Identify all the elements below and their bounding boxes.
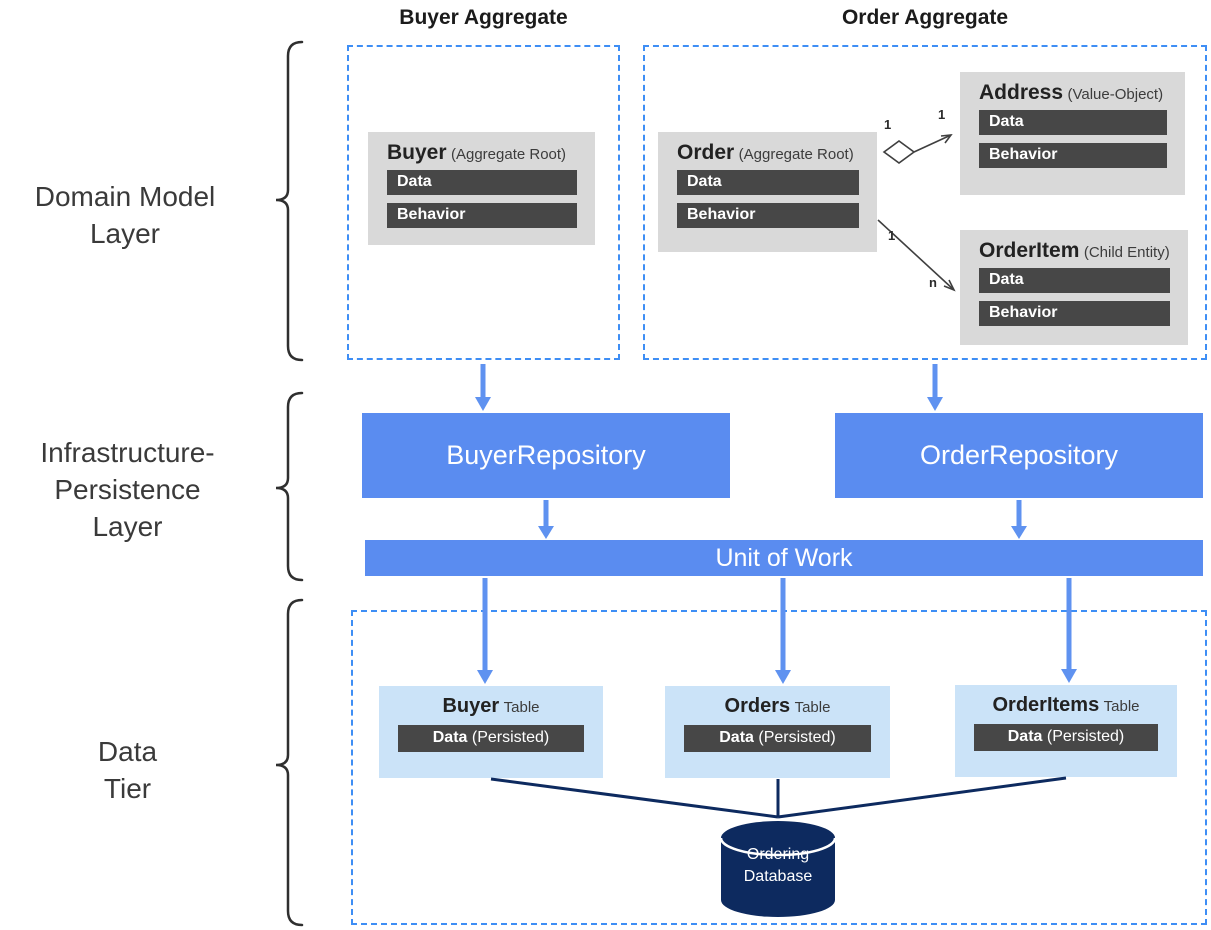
ordering-database-label: Ordering Database: [743, 846, 813, 885]
order-entity-card: Order (Aggregate Root) Data Behavior: [658, 132, 877, 252]
address-entity-card: Address (Value-Object) Data Behavior: [960, 72, 1185, 195]
orderitems-table-title: OrderItems Table: [955, 694, 1177, 717]
buyer-aggregate-boundary: [347, 45, 620, 360]
entity-stereotype: (Aggregate Root): [450, 146, 567, 163]
order-repository-box: OrderRepository: [835, 413, 1203, 498]
order-aggregate-boundary: [643, 45, 1207, 360]
orderitems-table-card: OrderItems Table Data (Persisted): [955, 685, 1177, 777]
persisted-data-label: Data: [432, 729, 468, 746]
orderitem-entity-card: OrderItem (Child Entity) Data Behavior: [960, 230, 1188, 345]
data-tier-boundary: [351, 610, 1207, 925]
order-aggregate-title: Order Aggregate: [841, 6, 1009, 29]
entity-name: Buyer: [387, 141, 447, 164]
arrowhead: [538, 526, 554, 539]
orders-table-title: Orders Table: [665, 695, 890, 718]
data-tier-brace: [275, 598, 304, 927]
buyer-table-title: Buyer Table: [379, 695, 603, 718]
persisted-suffix-label: (Persisted): [753, 729, 836, 746]
table-suffix: Table: [794, 699, 831, 716]
domain-model-layer-label: Domain Model Layer: [34, 181, 216, 249]
persisted-suffix-label: (Persisted): [1042, 728, 1125, 745]
data-section-bar: Data: [979, 110, 1167, 135]
behavior-section-bar: Behavior: [979, 143, 1167, 168]
entity-name: Address: [979, 81, 1064, 104]
address-entity-title: Address (Value-Object): [960, 72, 1185, 110]
persisted-data-label: Data: [719, 729, 754, 746]
buyer-table-card: Buyer Table Data (Persisted): [379, 686, 603, 778]
arrowhead: [475, 397, 491, 411]
persisted-data-bar: Data (Persisted): [398, 725, 584, 752]
table-name: Buyer: [442, 695, 500, 717]
infrastructure-layer-brace: [275, 391, 304, 582]
persisted-data-label: Data: [1007, 728, 1043, 745]
entity-name: OrderItem: [979, 239, 1080, 262]
buyer-repository-box: BuyerRepository: [362, 413, 730, 498]
orderitem-entity-title: OrderItem (Child Entity): [960, 230, 1188, 268]
entity-name: Order: [677, 141, 735, 164]
unit-of-work-bar: Unit of Work: [365, 540, 1203, 576]
arrowhead: [927, 397, 943, 411]
order-orderitem-mult-from: 1: [888, 228, 896, 243]
order-address-mult-to: 1: [938, 107, 946, 122]
table-name: Orders: [724, 695, 791, 717]
data-section-bar: Data: [677, 170, 859, 195]
arrowhead: [1011, 526, 1027, 539]
infrastructure-persistence-layer-label: Infrastructure- Persistence Layer: [40, 437, 215, 542]
data-section-bar: Data: [387, 170, 577, 195]
persisted-data-bar: Data (Persisted): [684, 725, 871, 752]
table-name: OrderItems: [992, 694, 1100, 716]
domain-layer-brace: [275, 40, 304, 362]
data-section-bar: Data: [979, 268, 1170, 293]
persisted-data-bar: Data (Persisted): [974, 724, 1158, 751]
entity-stereotype: (Value-Object): [1067, 86, 1164, 103]
persisted-suffix-label: (Persisted): [467, 729, 550, 746]
behavior-section-bar: Behavior: [677, 203, 859, 228]
orders-table-card: Orders Table Data (Persisted): [665, 686, 890, 778]
buyer-entity-title: Buyer (Aggregate Root): [368, 132, 595, 170]
buyer-entity-card: Buyer (Aggregate Root) Data Behavior: [368, 132, 595, 245]
entity-stereotype: (Aggregate Root): [738, 146, 854, 163]
buyer-aggregate-title: Buyer Aggregate: [399, 6, 568, 29]
order-orderitem-mult-to: n: [929, 275, 937, 290]
table-suffix: Table: [1103, 698, 1140, 715]
table-suffix: Table: [503, 699, 540, 716]
behavior-section-bar: Behavior: [387, 203, 577, 228]
entity-stereotype: (Child Entity): [1083, 244, 1170, 261]
data-tier-label: Data Tier: [97, 736, 158, 804]
order-entity-title: Order (Aggregate Root): [658, 132, 877, 170]
order-address-mult-from: 1: [884, 117, 892, 132]
behavior-section-bar: Behavior: [979, 301, 1170, 326]
